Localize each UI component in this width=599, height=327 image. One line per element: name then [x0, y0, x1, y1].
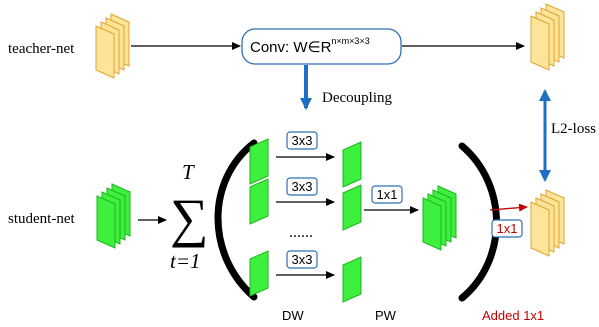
l2-loss-label: L2-loss	[551, 121, 596, 137]
dw-row-1: 3x3	[249, 131, 362, 188]
sum-lower-limit: t=1	[170, 249, 201, 273]
kernel-label-dw-3: 3x3	[292, 252, 313, 267]
kernel-badge	[286, 250, 318, 269]
student-feature-stack	[96, 183, 131, 249]
dw-ellipsis: ......	[289, 224, 313, 241]
pw-step: 1x1	[364, 185, 419, 214]
teacher-output-stack	[530, 3, 565, 71]
sum-symbol: ∑	[170, 188, 209, 248]
added-1x1-label: Added 1x1	[482, 308, 544, 323]
dw-label: DW	[282, 308, 304, 323]
conv-box: Conv: W∈Rn×m×3×3	[241, 28, 402, 65]
kernel-label-pw: 1x1	[377, 187, 398, 202]
pw-output-stack	[422, 185, 457, 251]
sum-upper-limit: T	[182, 160, 195, 184]
student-net-label: student-net	[8, 211, 75, 227]
teacher-net-label: teacher-net	[8, 41, 75, 57]
conv-box-superscript: n×m×3×3	[331, 36, 369, 46]
kernel-badge	[286, 177, 318, 196]
kernel-badge	[491, 219, 523, 238]
dw-row-3: 3x3	[249, 250, 362, 303]
teacher-feature-stack	[95, 13, 130, 79]
right-parenthesis	[458, 142, 500, 302]
left-parenthesis	[214, 139, 258, 301]
student-output-stack	[530, 189, 565, 257]
pw-label: PW	[375, 308, 397, 323]
dw-row-2: 3x3	[249, 177, 362, 231]
conv-box-label: Conv: W∈R	[250, 39, 332, 56]
kernel-badge	[286, 131, 318, 150]
kernel-label-added: 1x1	[497, 221, 518, 236]
kernel-label-dw-1: 3x3	[292, 133, 313, 148]
kernel-label-dw-2: 3x3	[292, 179, 313, 194]
kernel-badge	[371, 185, 403, 204]
decoupling-label: Decoupling	[322, 90, 392, 106]
added-1x1-step: 1x1	[489, 203, 528, 238]
svg-text:Conv: W∈Rn×m×3×3: Conv: W∈Rn×m×3×3	[250, 36, 370, 56]
